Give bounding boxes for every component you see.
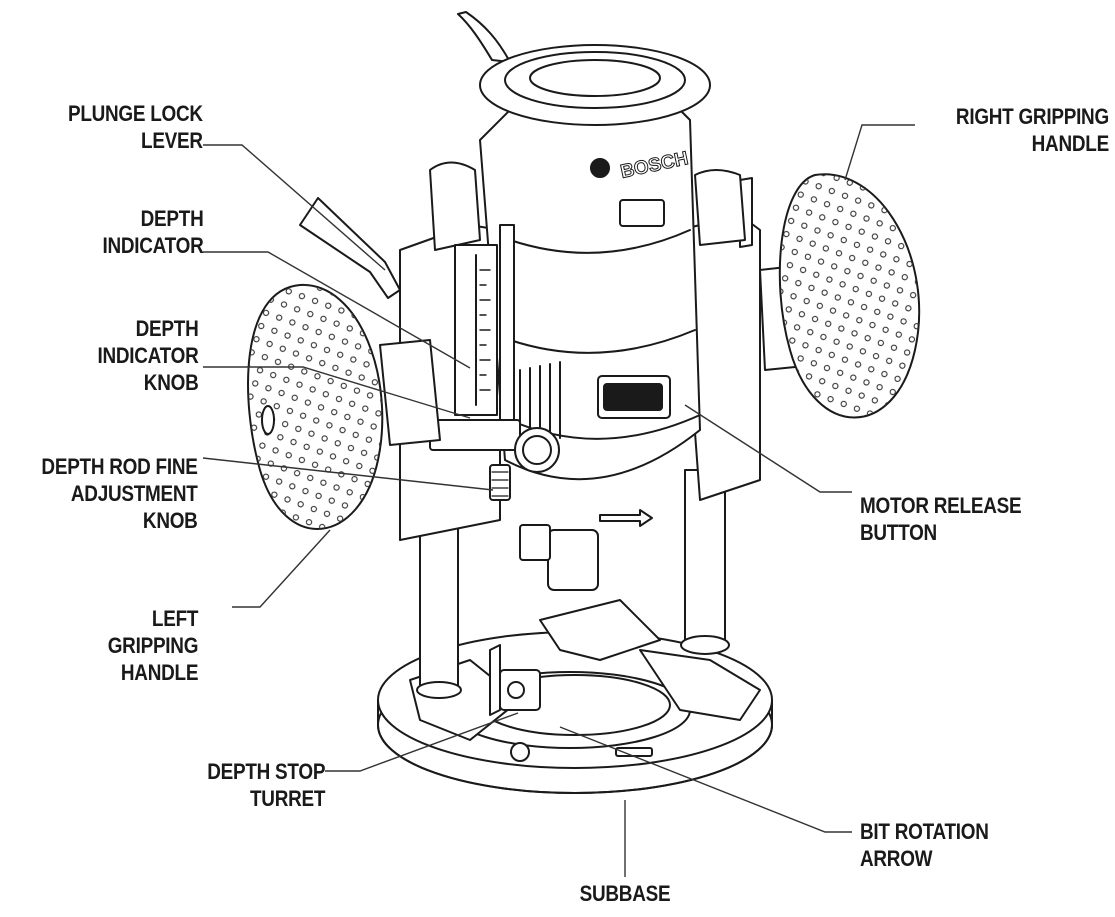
label-line: DEPTH ROD FINE [41, 454, 198, 479]
label-line: SUBBASE [579, 881, 671, 906]
column-left [416, 519, 462, 699]
collet [519, 524, 599, 591]
depth-stop-turret [489, 644, 541, 716]
label-line: DEPTH [140, 206, 203, 231]
label-line: INDICATOR [96, 343, 198, 368]
label-line: INDICATOR [101, 233, 203, 258]
label-line: PLUNGE LOCK [68, 101, 203, 126]
label-line: LEFT [151, 606, 199, 631]
bit-rotation-arrow [599, 509, 653, 527]
label-bit-rotation-arrow: BIT ROTATION ARROW [860, 818, 989, 872]
motor [479, 44, 711, 481]
power-cord [457, 11, 511, 63]
leader-right-gripping-handle [844, 124, 915, 181]
label-line: BUTTON [860, 520, 937, 545]
label-line: BIT ROTATION [860, 819, 989, 844]
label-motor-release-button: MOTOR RELEASE BUTTON [860, 492, 1022, 546]
plunge-lock-lever [299, 197, 401, 299]
label-depth-rod-fine-adjustment-knob: DEPTH ROD FINE ADJUSTMENT KNOB [42, 453, 198, 534]
leader-motor-release-button [684, 404, 852, 493]
label-line: HANDLE [1031, 131, 1110, 156]
label-line: RIGHT GRIPPING [955, 104, 1109, 129]
leader-depth-indicator-knob [203, 366, 471, 419]
label-left-gripping-handle: LEFT GRIPPING HANDLE [107, 605, 199, 686]
depth-indicator [454, 224, 515, 436]
leader-bit-rotation-arrow [559, 726, 852, 833]
label-line: HANDLE [120, 660, 199, 685]
label-line: TURRET [249, 786, 325, 811]
label-line: GRIPPING [107, 633, 199, 658]
label-line: LEVER [141, 128, 203, 153]
label-line: KNOB [143, 508, 198, 533]
leader-depth-stop-turret [325, 712, 519, 772]
label-line: DEPTH STOP [207, 759, 325, 784]
label-line: ADJUSTMENT [71, 481, 198, 506]
leader-left-gripping-handle [232, 529, 331, 608]
leader-lines [202, 124, 915, 877]
label-subbase: SUBBASE [573, 880, 676, 907]
leader-depth-rod-fine-adjustment-knob [202, 457, 494, 491]
label-plunge-lock-lever: PLUNGE LOCK LEVER [68, 100, 203, 154]
right-gripping-handle [759, 173, 921, 419]
label-depth-indicator-knob: DEPTH INDICATOR KNOB [97, 315, 198, 396]
label-line: MOTOR RELEASE [860, 493, 1022, 518]
label-line: DEPTH [135, 316, 198, 341]
left-gripping-handle [247, 283, 441, 530]
leader-depth-indicator [203, 251, 471, 369]
label-right-gripping-handle: RIGHT GRIPPING HANDLE [956, 103, 1109, 157]
leader-plunge-lock-lever [203, 144, 386, 271]
label-depth-indicator: DEPTH INDICATOR [102, 205, 203, 259]
depth-indicator-knob [429, 419, 560, 473]
label-line: ARROW [860, 846, 933, 871]
label-depth-stop-turret: DEPTH STOP TURRET [207, 758, 325, 812]
label-line: KNOB [143, 370, 198, 395]
depth-rod-fine-adjustment-knob [489, 464, 511, 501]
